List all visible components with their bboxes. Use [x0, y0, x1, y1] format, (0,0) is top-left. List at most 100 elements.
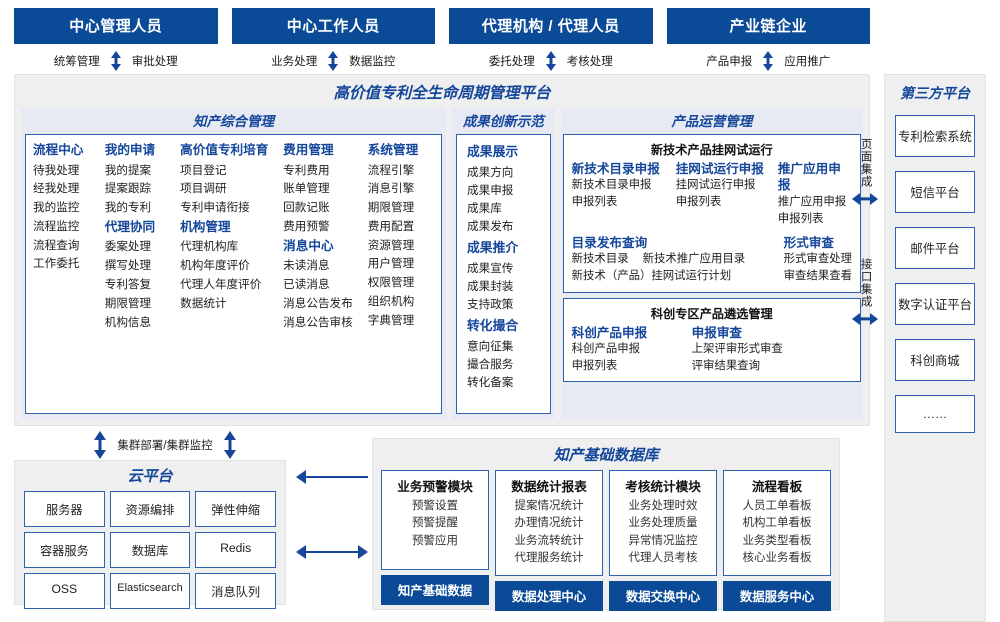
menu-item[interactable]: 数据统计	[180, 296, 227, 310]
cloud-service-item[interactable]: 服务器	[24, 491, 105, 527]
menu-item[interactable]: 意向征集	[467, 339, 514, 353]
menu-item[interactable]: 撰写处理	[104, 259, 152, 273]
menu-item[interactable]: 机构信息	[104, 315, 152, 329]
menu-item[interactable]: 消息引擎	[367, 182, 415, 196]
database-card-item[interactable]: 代理服务统计	[514, 552, 584, 565]
menu-item[interactable]: 形式审查处理	[783, 253, 852, 266]
menu-item[interactable]: 审查结果查看	[783, 270, 852, 283]
database-card-item[interactable]: 机构工单看板	[742, 517, 812, 530]
menu-item[interactable]: 申报列表	[571, 196, 618, 209]
menu-item[interactable]: 专利费用	[283, 163, 330, 177]
third-party-item[interactable]: 短信平台	[895, 171, 975, 213]
menu-item[interactable]: 我的监控	[33, 201, 80, 215]
menu-item[interactable]: 申报列表	[777, 212, 824, 225]
menu-item[interactable]: 上架评审形式审查	[691, 342, 783, 355]
menu-item[interactable]: 代理人年度评价	[180, 277, 262, 291]
menu-item[interactable]: 账单管理	[283, 182, 330, 196]
third-party-item[interactable]: 邮件平台	[895, 227, 975, 269]
menu-item[interactable]: 未读消息	[283, 259, 330, 273]
database-footer-item[interactable]: 数据服务中心	[723, 580, 831, 611]
menu-item[interactable]: 项目调研	[180, 182, 227, 196]
menu-item[interactable]: 我的提案	[104, 163, 152, 177]
menu-item[interactable]: 工作委托	[33, 257, 80, 271]
cloud-service-item[interactable]: 资源编排	[109, 491, 191, 527]
menu-item[interactable]: 新技术目录申报	[571, 179, 652, 192]
menu-item[interactable]: 撮合服务	[467, 357, 514, 371]
database-footer-item[interactable]: 数据处理中心	[495, 580, 603, 611]
menu-item[interactable]: 新技术目录	[571, 253, 629, 266]
menu-item[interactable]: 流程查询	[33, 238, 80, 252]
database-card-item[interactable]: 预警应用	[412, 534, 458, 547]
menu-item[interactable]: 科创产品申报	[571, 342, 640, 355]
third-party-item[interactable]: 数字认证平台	[895, 283, 975, 325]
database-card-item[interactable]: 业务处理时效	[628, 500, 698, 512]
cloud-service-item[interactable]: 容器服务	[24, 532, 105, 568]
menu-item[interactable]: 用户管理	[367, 257, 415, 271]
menu-item[interactable]: 新技术（产品）挂网试运行计划	[571, 270, 732, 283]
menu-item[interactable]: 待我处理	[33, 163, 80, 177]
menu-item[interactable]: 代理机构库	[180, 240, 239, 254]
menu-item[interactable]: 字典管理	[367, 313, 415, 327]
menu-item[interactable]: 申报列表	[571, 359, 618, 372]
menu-item[interactable]: 项目登记	[180, 163, 227, 177]
database-card-item[interactable]: 人员工单看板	[742, 500, 812, 512]
database-footer-item[interactable]: 数据交换中心	[609, 580, 717, 611]
menu-item[interactable]: 推广应用申报	[777, 195, 847, 208]
database-footer-item[interactable]: 知产基础数据	[381, 575, 489, 605]
menu-item[interactable]: 回款记账	[283, 201, 330, 215]
menu-item[interactable]: 期限管理	[104, 296, 152, 310]
database-card-item[interactable]: 代理人员考核	[628, 552, 698, 565]
menu-item[interactable]: 成果发布	[467, 219, 514, 233]
menu-item[interactable]: 流程监控	[33, 219, 80, 233]
menu-item[interactable]: 成果宣传	[467, 261, 514, 275]
database-card-item[interactable]: 预警提醒	[412, 517, 458, 530]
cloud-service-item[interactable]: Redis	[195, 532, 276, 568]
third-party-item[interactable]: 科创商城	[895, 339, 975, 381]
menu-item[interactable]: 评审结果查询	[691, 359, 760, 372]
database-card-item[interactable]: 异常情况监控	[628, 534, 698, 547]
actor-bar: 中心管理人员统筹管理审批处理中心工作人员业务处理数据监控代理机构 / 代理人员委…	[14, 8, 870, 70]
menu-item[interactable]: 成果方向	[467, 166, 514, 180]
menu-item[interactable]: 专利申请衔接	[180, 201, 250, 215]
database-card-item[interactable]: 业务流转统计	[514, 534, 584, 547]
cloud-service-item[interactable]: 弹性伸缩	[195, 491, 276, 527]
database-card-item[interactable]: 预警设置	[412, 500, 458, 512]
menu-item[interactable]: 权限管理	[367, 276, 415, 290]
database-card-item[interactable]: 办理情况统计	[514, 517, 584, 530]
menu-item[interactable]: 组织机构	[367, 294, 415, 308]
menu-item[interactable]: 已读消息	[283, 277, 330, 291]
menu-item[interactable]: 专利答复	[104, 277, 152, 291]
menu-item[interactable]: 流程引擎	[367, 163, 415, 177]
database-column: 数据统计报表提案情况统计办理情况统计业务流转统计代理服务统计数据处理中心	[495, 470, 603, 611]
menu-item[interactable]: 费用配置	[367, 219, 415, 233]
menu-item[interactable]: 支持政策	[467, 297, 514, 311]
menu-item[interactable]: 经我处理	[33, 182, 80, 196]
menu-item[interactable]: 成果申报	[467, 184, 514, 197]
third-party-item[interactable]: 专利检索系统	[895, 115, 975, 157]
third-party-item[interactable]: ……	[895, 395, 975, 433]
menu-item[interactable]: 申报列表	[675, 196, 722, 209]
menu-item[interactable]: 成果库	[467, 201, 502, 215]
menu-item[interactable]: 机构年度评价	[180, 259, 250, 273]
database-card-item[interactable]: 核心业务看板	[742, 552, 812, 565]
menu-item[interactable]: 转化备案	[467, 375, 514, 389]
menu-item[interactable]: 新技术推广应用目录	[642, 253, 746, 266]
cloud-service-item[interactable]: 消息队列	[195, 573, 276, 609]
menu-item[interactable]: 成果封装	[467, 279, 514, 293]
database-card-item[interactable]: 提案情况统计	[514, 500, 584, 512]
menu-item[interactable]: 委案处理	[104, 240, 152, 254]
menu-item[interactable]: 资源管理	[367, 238, 415, 252]
menu-item[interactable]: 我的专利	[104, 201, 152, 215]
menu-item[interactable]: 期限管理	[367, 201, 415, 215]
cloud-service-item[interactable]: OSS	[24, 573, 105, 609]
cloud-service-item[interactable]: 数据库	[109, 532, 191, 568]
database-card-item[interactable]: 业务类型看板	[742, 534, 812, 547]
menu-item[interactable]: 提案跟踪	[104, 182, 152, 196]
menu-item[interactable]: 费用预警	[283, 219, 330, 233]
cloud-service-item[interactable]: Elasticsearch	[109, 573, 191, 609]
menu-item[interactable]: 消息公告发布	[283, 296, 353, 310]
cloud-title: 云平台	[127, 468, 173, 485]
menu-item[interactable]: 挂网试运行申报	[675, 179, 756, 192]
menu-item[interactable]: 消息公告审核	[283, 315, 353, 329]
database-card-item[interactable]: 业务处理质量	[628, 517, 698, 530]
